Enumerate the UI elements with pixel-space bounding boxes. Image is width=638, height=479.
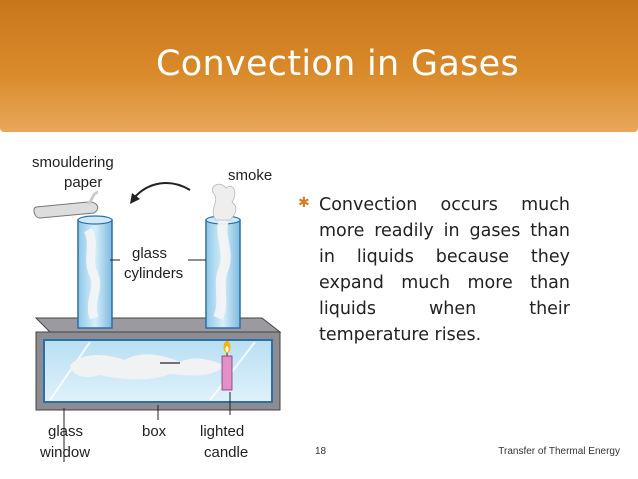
box-smoke [70,354,225,380]
label-box: box [142,423,167,440]
slide-number: 18 [315,446,327,457]
smouldering-paper [33,201,99,219]
label-smoke: smoke [228,167,272,184]
bullet-text: Convection occurs much more readily in g… [319,195,570,345]
title-banner [0,0,638,132]
candle [221,355,233,391]
label-lighted: lighted [200,423,244,440]
asterisk-bullet-icon: ✱ [298,194,310,210]
slide-title: Convection in Gases [156,44,519,84]
label-candle: candle [204,444,248,461]
label-smouldering: smouldering [32,154,114,171]
label-glass-cylinders-2: cylinders [124,265,183,282]
footer-title: Transfer of Thermal Energy [498,446,620,457]
rising-smoke [212,183,237,221]
label-glass-cylinders-1: glass [132,245,167,262]
label-glass-window-2: window [39,444,90,461]
convection-apparatus-diagram: smouldering paper smoke glass cylinders … [32,154,282,462]
smoke-direction-arrow [133,182,191,199]
box-top [34,317,282,333]
label-paper: paper [64,174,102,191]
label-glass-window-1: glass [48,423,83,440]
